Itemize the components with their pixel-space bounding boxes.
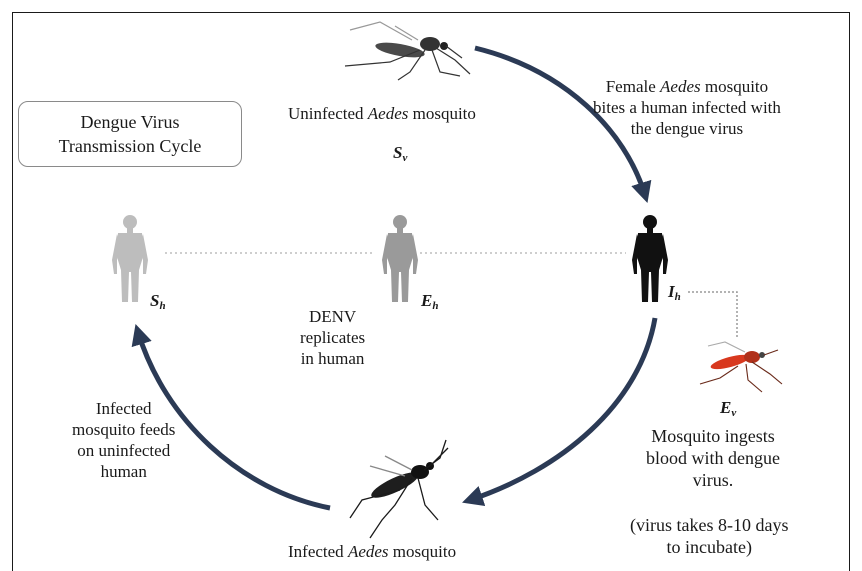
ih-label: Ih xyxy=(668,282,681,303)
infected-mosquito-caption: Infected Aedes mosquito xyxy=(288,541,456,562)
feed-step-text: Infected mosquito feeds on uninfected hu… xyxy=(72,398,175,482)
infected-human-figure xyxy=(632,215,668,302)
uninfected-mosquito-figure xyxy=(345,22,470,80)
exposed-human-figure xyxy=(382,215,418,302)
infected-mosquito-figure xyxy=(350,440,448,538)
bite-step-text: Female Aedes mosquito bites a human infe… xyxy=(593,76,781,139)
replicate-step-text: DENV replicates in human xyxy=(300,306,365,369)
sv-label: Sv xyxy=(393,143,407,164)
diagram-title-line2: Transmission Cycle xyxy=(59,134,202,158)
ingest-step-text: Mosquito ingests blood with dengue virus… xyxy=(646,425,780,491)
diagram-title-box: Dengue Virus Transmission Cycle xyxy=(18,101,242,167)
diagram-title-line1: Dengue Virus xyxy=(80,110,179,134)
arrow-ingest xyxy=(470,318,655,500)
dotted-link-ih-ev xyxy=(688,292,737,338)
incubation-note: (virus takes 8-10 days to incubate) xyxy=(630,514,788,558)
eh-label: Eh xyxy=(421,291,438,312)
uninfected-mosquito-caption: Uninfected Aedes mosquito xyxy=(288,103,476,124)
ev-label: Ev xyxy=(720,398,736,419)
sh-label: Sh xyxy=(150,291,166,312)
susceptible-human-figure xyxy=(112,215,148,302)
exposed-mosquito-figure xyxy=(700,342,782,392)
